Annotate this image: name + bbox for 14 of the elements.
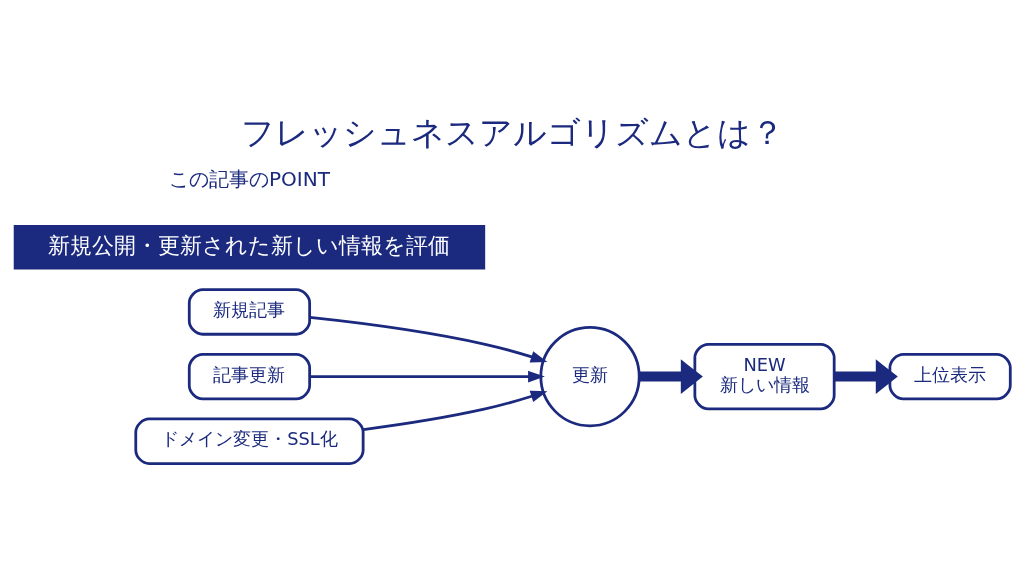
arrow: [309, 316, 548, 363]
label: この記事のPOINT: [168, 167, 330, 192]
arrow: [639, 359, 703, 394]
node-box: 新規記事: [187, 288, 312, 336]
diagram-title: フレッシュネスアルゴリズムとは？: [240, 112, 784, 152]
arrow: [834, 359, 898, 394]
label: 新規公開・更新された新しい情報を評価: [48, 231, 451, 258]
node-box: ドメイン変更・SSL化: [134, 417, 365, 465]
node-box: 上位表示: [888, 352, 1012, 401]
node-box: NEW 新しい情報: [693, 342, 836, 411]
node-box: 記事更新: [187, 352, 312, 401]
arrow: [363, 390, 548, 431]
arrow: [309, 370, 545, 383]
node-circle: 更新: [539, 326, 641, 428]
